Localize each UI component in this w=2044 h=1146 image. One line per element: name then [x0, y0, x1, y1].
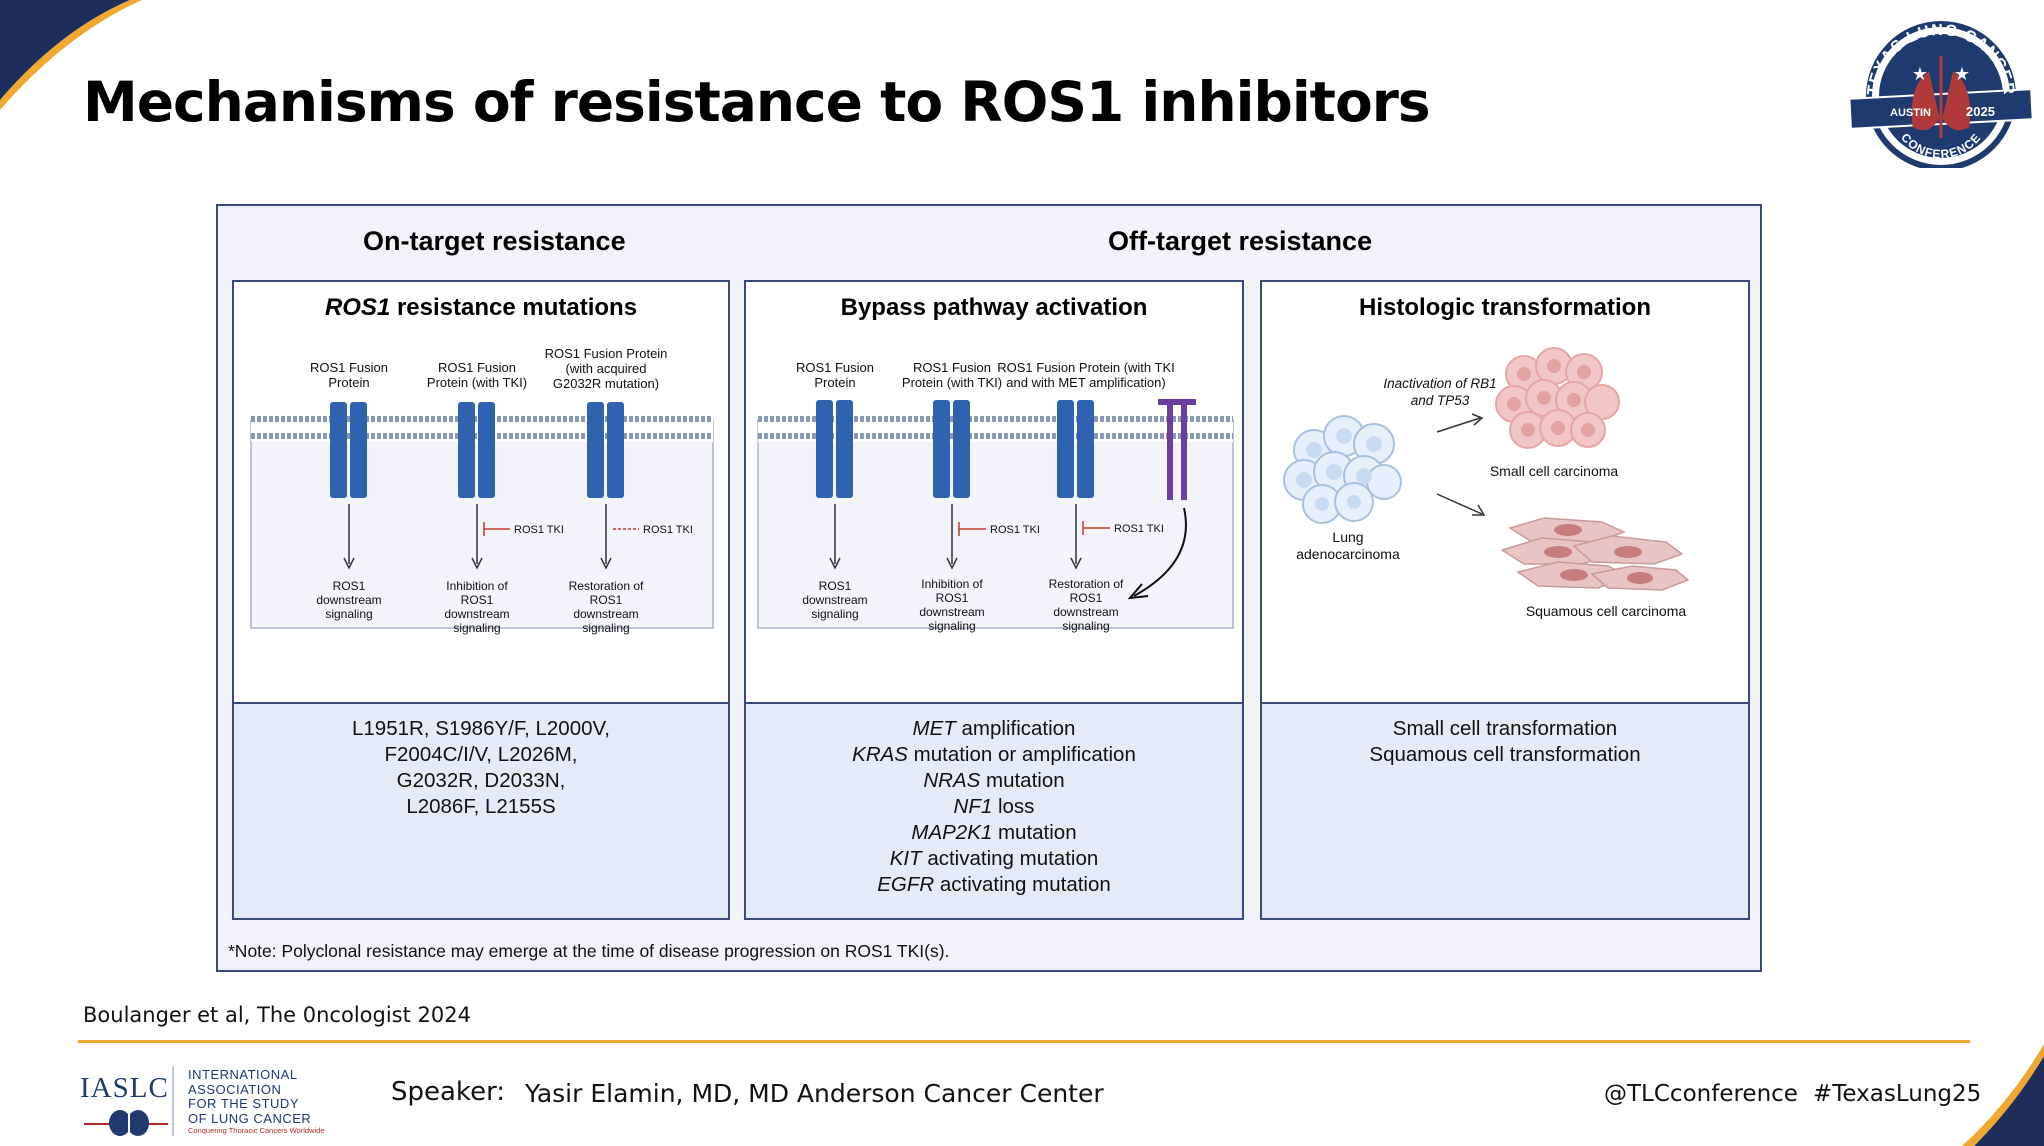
lung-icon — [84, 1110, 168, 1136]
footer-divider — [78, 1040, 1970, 1043]
social-handle: @TLCconference — [1604, 1081, 1798, 1107]
citation: Boulanger et al, The 0ncologist 2024 — [83, 1003, 471, 1027]
mutation-line: G2032R, D2033N, — [396, 769, 566, 792]
speaker-name: Yasir Elamin, MD, MD Anderson Cancer Cen… — [525, 1079, 1104, 1108]
iaslc-abbrev: IASLC — [80, 1072, 169, 1104]
svg-text:★: ★ — [1954, 64, 1970, 84]
mutation-line: L1951R, S1986Y/F, L2000V, — [352, 717, 610, 740]
event-hashtag: #TexasLung25 — [1813, 1081, 1982, 1107]
histologic-line: Small cell transformation — [1392, 717, 1618, 740]
bypass-line: MAP2K1 mutation — [911, 821, 1077, 844]
bypass-line: KRAS mutation or amplification — [852, 743, 1136, 766]
figure-note: *Note: Polyclonal resistance may emerge … — [228, 941, 950, 961]
conference-logo: TEXAS LUNG CANCER ★ ★ AUSTIN 2025 CONFER… — [1848, 21, 2034, 168]
speaker-label: Speaker: — [391, 1077, 506, 1107]
bypass-line: MET amplification — [912, 717, 1076, 740]
svg-text:ROS1 TKI: ROS1 TKI — [1114, 523, 1164, 535]
small-cell-label: Small cell carcinoma — [1490, 463, 1619, 479]
squamous-label: Squamous cell carcinoma — [1526, 603, 1687, 619]
mutations-list: L1951R, S1986Y/F, L2000V, F2004C/I/V, L2… — [234, 702, 728, 918]
panel-title-mutations: ROS1 resistance mutations — [324, 294, 638, 321]
mutation-line: L2086F, L2155S — [406, 795, 556, 818]
on-target-heading: On-target resistance — [363, 226, 626, 256]
logo-city: AUSTIN — [1890, 107, 1931, 119]
off-target-heading: Off-target resistance — [1108, 226, 1373, 256]
svg-text:ROS1 TKI: ROS1 TKI — [514, 524, 564, 536]
bypass-list: MET amplification KRAS mutation or ampli… — [746, 702, 1242, 918]
resistance-figure: On-target resistance Off-target resistan… — [216, 204, 1762, 972]
bypass-line: NRAS mutation — [923, 769, 1065, 792]
iaslc-tagline: Conquering Thoracic Cancers Worldwide — [188, 1126, 325, 1135]
logo-year: 2025 — [1966, 104, 1995, 119]
squamous-cells — [1500, 517, 1690, 591]
svg-text:ROS1 TKI: ROS1 TKI — [990, 524, 1040, 536]
bypass-line: KIT activating mutation — [889, 847, 1099, 870]
bypass-line: EGFR activating mutation — [877, 873, 1111, 896]
panel-title-bypass: Bypass pathway activation — [840, 294, 1148, 321]
iaslc-logo: IASLC INTERNATIONAL ASSOCIATION FOR THE … — [80, 1064, 340, 1140]
iaslc-separator — [172, 1066, 174, 1136]
adenocarcinoma-cells — [1283, 415, 1402, 524]
mutation-line: F2004C/I/V, L2026M, — [384, 743, 578, 766]
svg-text:ROS1 Fusion Protein(with acqui: ROS1 Fusion Protein(with acquiredG2032R … — [545, 346, 668, 391]
panel-title-histologic: Histologic transformation — [1358, 294, 1652, 321]
corner-decoration-top-left — [0, 0, 142, 110]
page-title: Mechanisms of resistance to ROS1 inhibit… — [83, 70, 1431, 134]
svg-text:ROS1 TKI: ROS1 TKI — [643, 524, 693, 536]
histologic-line: Squamous cell transformation — [1369, 743, 1641, 766]
iaslc-full-name: INTERNATIONAL ASSOCIATION FOR THE STUDY … — [188, 1067, 312, 1126]
svg-text:★: ★ — [1912, 64, 1928, 84]
met-receptor — [1127, 399, 1196, 600]
corner-decoration-bottom-right — [1962, 1044, 2044, 1146]
histologic-list: Small cell transformation Squamous cell … — [1262, 702, 1748, 918]
bypass-line: NF1 loss — [953, 795, 1035, 818]
